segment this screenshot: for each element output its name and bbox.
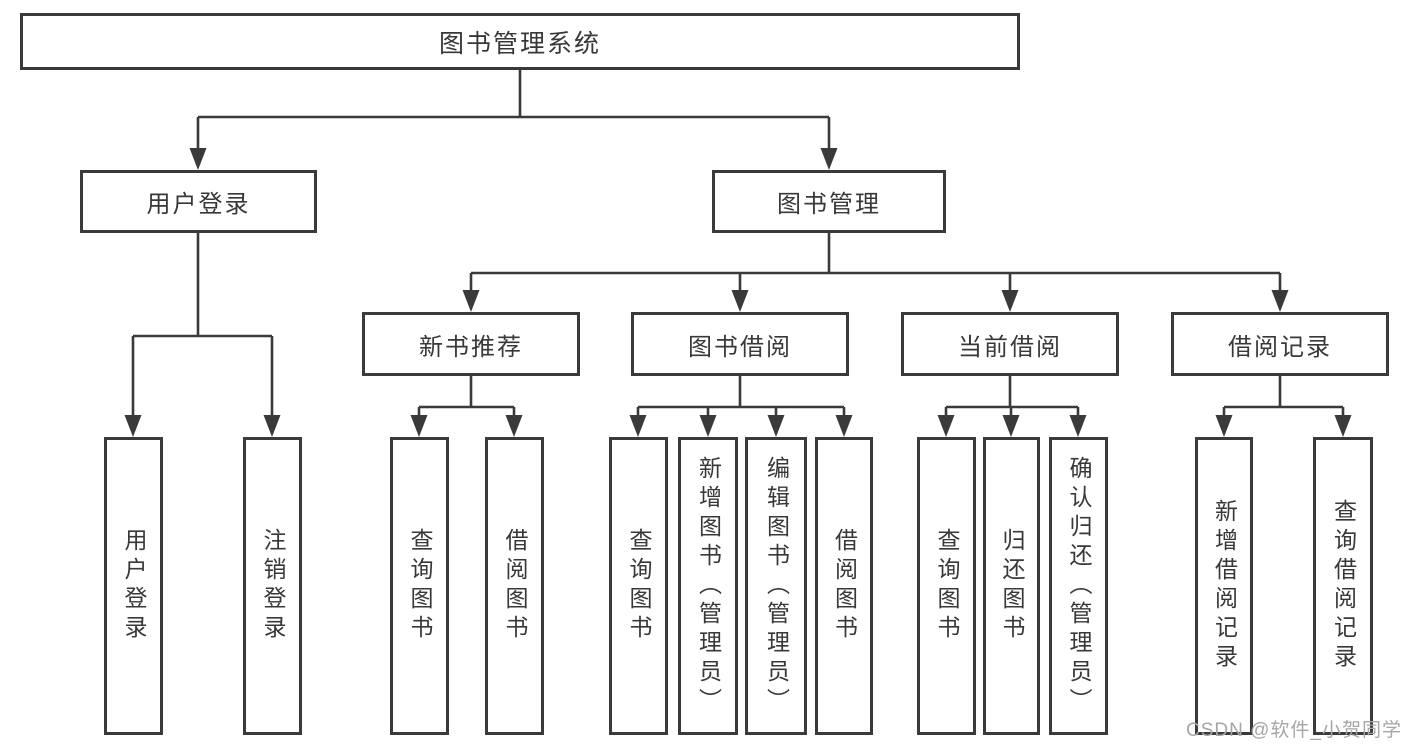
arrowhead	[699, 415, 717, 437]
leaf-user-login-label: 用户登录	[121, 528, 147, 644]
leaf-confirm-return-admin: 确认归还（管理员）	[1049, 437, 1108, 735]
arrowhead	[462, 290, 480, 312]
node-new-book-recommend: 新书推荐	[362, 312, 580, 376]
arrowhead	[767, 415, 785, 437]
leaf-query-books-current: 查询图书	[917, 437, 976, 735]
arrowhead	[263, 415, 281, 437]
arrowhead	[1215, 415, 1233, 437]
leaf-borrow-books: 借阅图书	[815, 437, 873, 735]
watermark-text: CSDN @软件_小贺同学	[1186, 720, 1402, 741]
arrowhead	[629, 415, 647, 437]
node-root: 图书管理系统	[20, 13, 1020, 70]
leaf-return-books-label: 归还图书	[999, 528, 1025, 644]
leaf-return-books: 归还图书	[983, 437, 1040, 735]
node-user-login: 用户登录	[80, 170, 317, 233]
leaf-borrow-books-recommend-label: 借阅图书	[502, 528, 528, 644]
node-book-borrowing-label: 图书借阅	[688, 333, 792, 361]
node-root-label: 图书管理系统	[438, 29, 601, 58]
tree-edges	[131, 70, 1345, 419]
leaf-query-books-recommend-label: 查询图书	[407, 528, 433, 644]
node-book-management: 图书管理	[712, 170, 946, 233]
leaf-add-books-admin: 新增图书（管理员）	[678, 437, 738, 735]
leaf-logout-label: 注销登录	[260, 528, 286, 644]
node-current-borrowing-label: 当前借阅	[958, 333, 1062, 361]
arrowhead	[731, 290, 749, 312]
arrowhead	[1001, 290, 1019, 312]
leaf-query-borrow-record: 查询借阅记录	[1313, 437, 1373, 735]
arrowhead	[1002, 415, 1020, 437]
leaf-query-books-borrow-label: 查询图书	[626, 528, 652, 644]
leaf-logout: 注销登录	[243, 437, 302, 735]
leaf-borrow-books-label: 借阅图书	[831, 528, 858, 644]
leaf-query-books-recommend: 查询图书	[390, 437, 449, 735]
node-user-login-label: 用户登录	[146, 191, 251, 218]
arrowhead	[124, 415, 142, 437]
arrowhead	[820, 148, 838, 170]
leaf-add-books-admin-label: 新增图书（管理员）	[695, 455, 722, 717]
arrowhead	[937, 415, 955, 437]
node-borrowing-records: 借阅记录	[1171, 312, 1389, 376]
leaf-edit-books-admin-label: 编辑图书（管理员）	[763, 455, 790, 717]
leaf-borrow-books-recommend: 借阅图书	[485, 437, 544, 735]
leaf-add-borrow-record-label: 新增借阅记录	[1211, 499, 1238, 673]
leaf-query-books-borrow: 查询图书	[609, 437, 668, 735]
node-current-borrowing: 当前借阅	[901, 312, 1119, 376]
arrowhead	[410, 415, 428, 437]
arrowhead	[189, 148, 207, 170]
leaf-query-borrow-record-label: 查询借阅记录	[1330, 499, 1357, 673]
leaf-edit-books-admin: 编辑图书（管理员）	[745, 437, 807, 735]
arrowhead	[1334, 415, 1352, 437]
node-new-book-recommend-label: 新书推荐	[419, 333, 523, 361]
node-book-borrowing: 图书借阅	[631, 312, 849, 376]
leaf-add-borrow-record: 新增借阅记录	[1195, 437, 1253, 735]
arrowhead	[505, 415, 523, 437]
arrowhead	[1271, 290, 1289, 312]
leaf-query-books-current-label: 查询图书	[934, 528, 960, 644]
arrowhead	[835, 415, 853, 437]
node-borrowing-records-label: 借阅记录	[1228, 333, 1332, 361]
node-book-management-label: 图书管理	[777, 191, 881, 218]
arrowhead	[1069, 415, 1087, 437]
leaf-confirm-return-admin-label: 确认归还（管理员）	[1066, 455, 1092, 717]
leaf-user-login: 用户登录	[104, 437, 163, 735]
